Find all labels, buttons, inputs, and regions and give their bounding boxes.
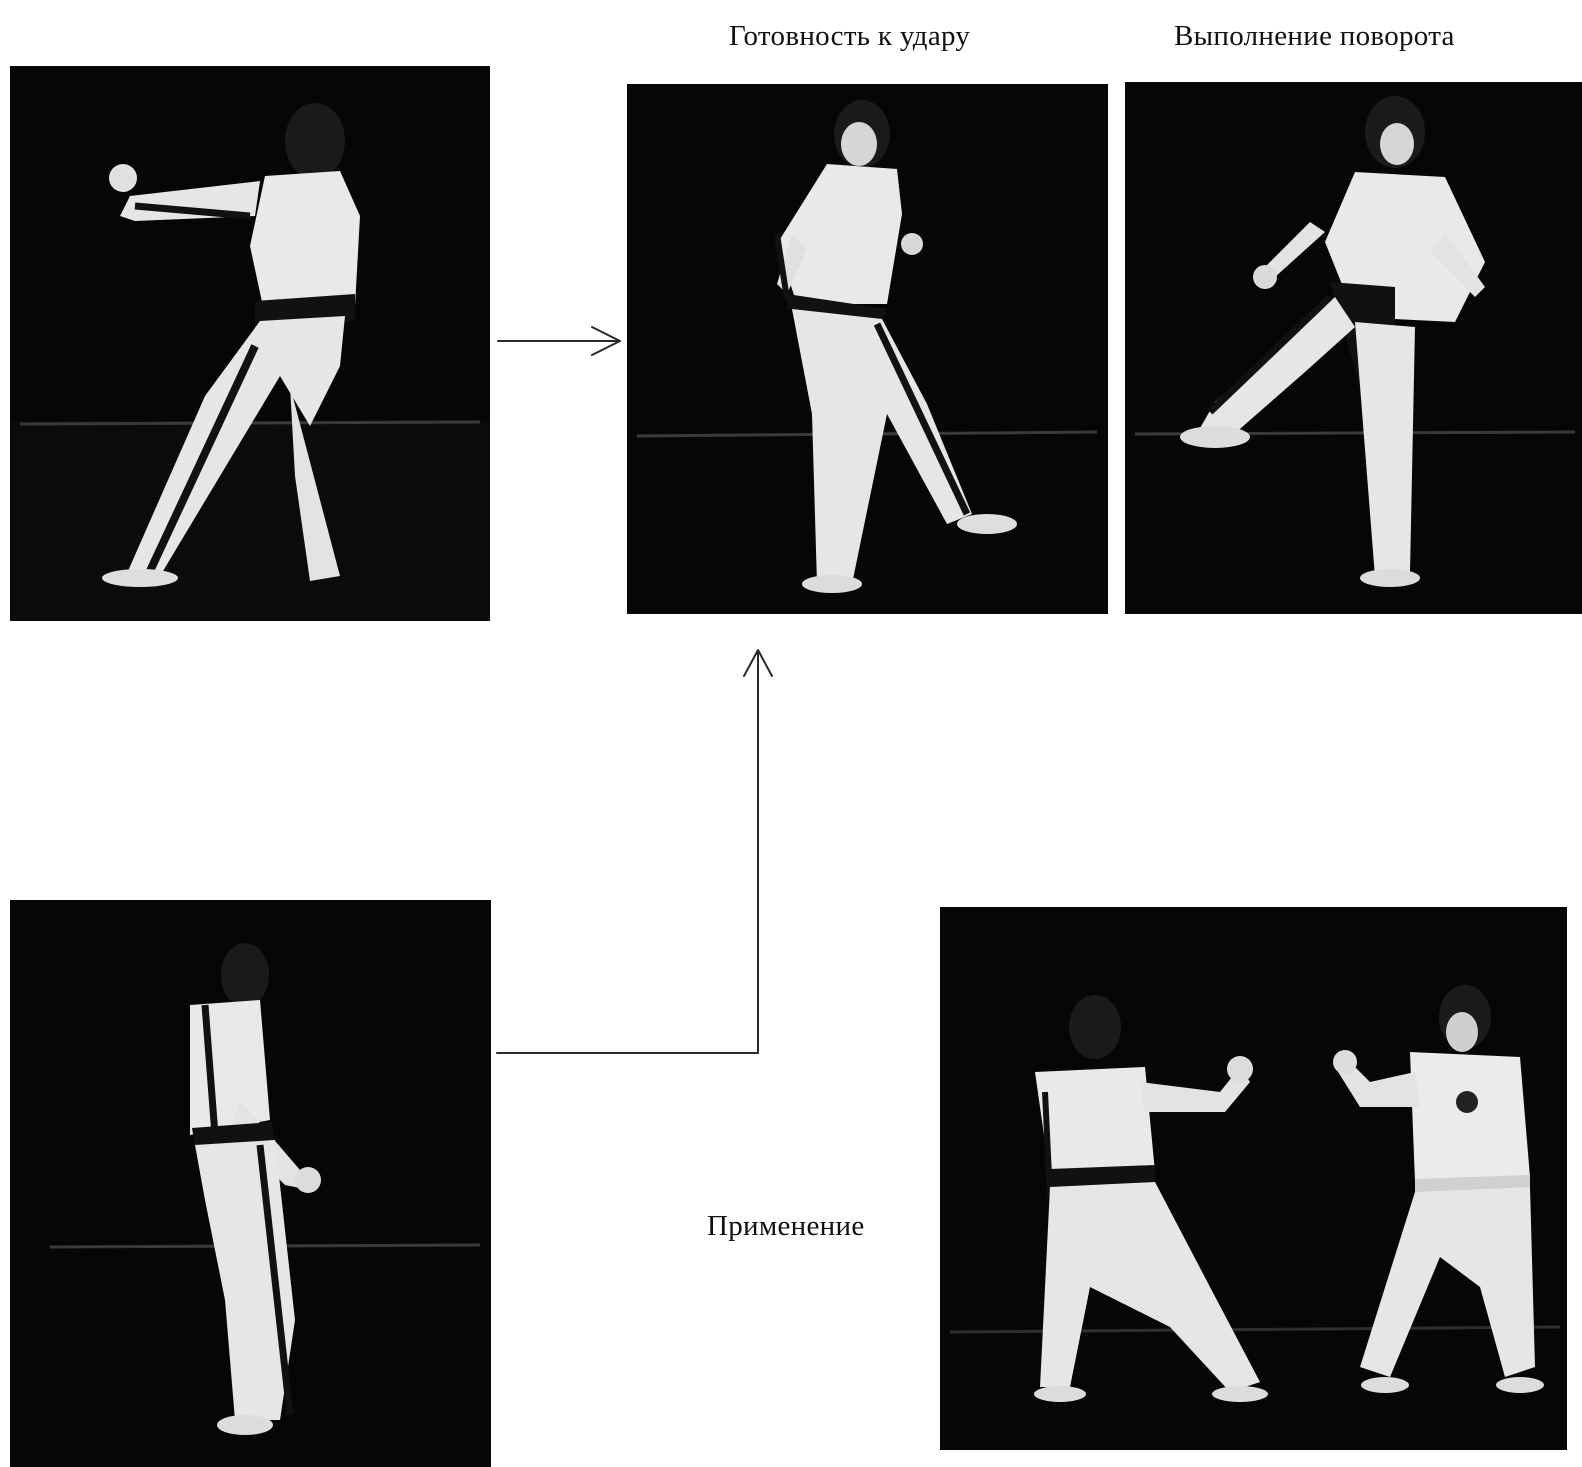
martial-artist-back-kick-chamber-icon	[10, 66, 490, 621]
arrow-right-icon	[498, 327, 620, 355]
two-martial-artists-sparring-icon	[940, 907, 1567, 1450]
caption-turn-execution: Выполнение поворота	[1174, 20, 1455, 53]
caption-ready-to-strike: Готовность к удару	[729, 20, 970, 53]
arrow-up-icon	[497, 650, 772, 1053]
martial-artist-side-stance-icon	[10, 900, 491, 1467]
photo-guard-stance-back	[10, 66, 490, 621]
caption-application: Применение	[707, 1210, 865, 1243]
photo-ready-to-strike	[627, 84, 1108, 614]
photo-turn-execution	[1125, 82, 1582, 614]
photo-application	[940, 907, 1567, 1450]
martial-artist-knee-raise-icon	[627, 84, 1108, 614]
photo-starting-stance	[10, 900, 491, 1467]
martial-artist-high-kick-icon	[1125, 82, 1582, 614]
